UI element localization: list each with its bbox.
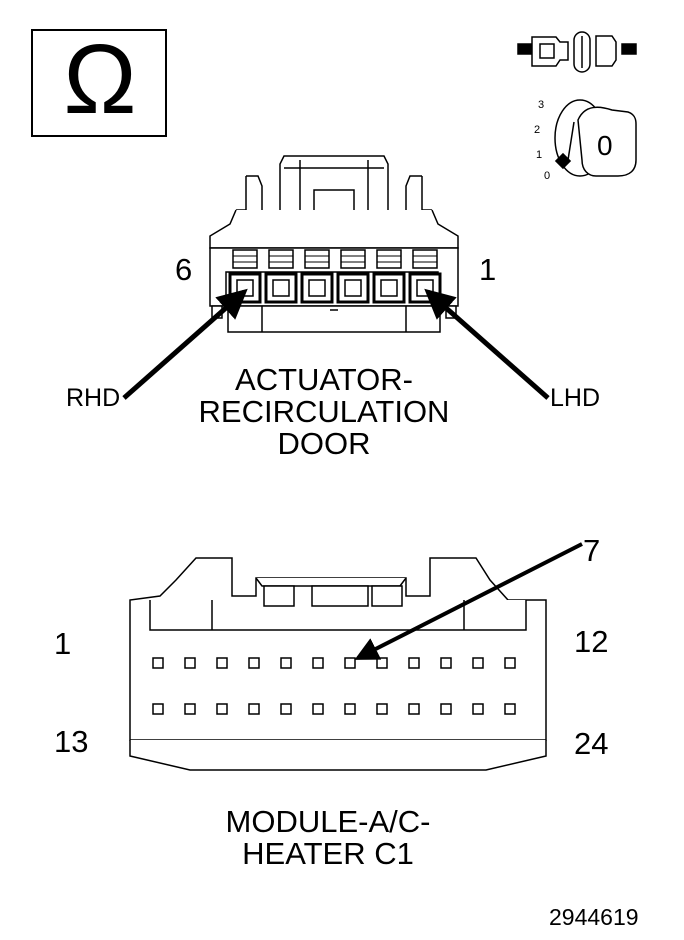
module-connector-housing	[129, 557, 547, 771]
actuator-pin-3	[336, 249, 370, 304]
pin-7-arrow	[354, 542, 583, 660]
module-pin-23	[472, 703, 484, 715]
actuator-connector-housing	[209, 155, 459, 333]
module-pin-10	[440, 657, 452, 669]
module-name-line-1: MODULE-A/C-	[225, 804, 431, 839]
ignition-switch-icon	[554, 99, 637, 177]
ignition-position-1: 1	[536, 149, 543, 161]
module-pin-12	[504, 657, 516, 669]
module-pin-15	[216, 703, 228, 715]
actuator-name-line-2: RECIRCULATION	[198, 394, 450, 429]
lhd-label: LHD	[550, 384, 601, 412]
module-pin-3	[216, 657, 228, 669]
actuator-pin-left-label: 6	[175, 252, 193, 287]
module-pin-1	[152, 657, 164, 669]
module-pin-22	[440, 703, 452, 715]
module-pin-17	[280, 703, 292, 715]
module-pin-19	[344, 703, 356, 715]
module-pin-2	[184, 657, 196, 669]
ignition-position-0: 0	[544, 170, 551, 182]
actuator-pin-5	[264, 249, 298, 304]
module-pin-21	[408, 703, 420, 715]
module-pin-6	[312, 657, 324, 669]
module-pin-cavities	[152, 657, 516, 715]
module-pin-14	[184, 703, 196, 715]
module-pin-1-label: 1	[54, 626, 72, 661]
module-pin-7	[344, 657, 356, 669]
actuator-pin-1	[408, 249, 442, 304]
module-pin-16	[248, 703, 260, 715]
actuator-name-line-1: ACTUATOR-	[235, 362, 413, 397]
actuator-pin-right-label: 1	[479, 252, 497, 287]
ignition-position-2: 2	[534, 124, 541, 136]
module-pin-11	[472, 657, 484, 669]
module-pin-9	[408, 657, 420, 669]
module-pin-4	[248, 657, 260, 669]
ignition-key-label: 0	[597, 130, 613, 161]
module-pin-24-label: 24	[574, 726, 609, 761]
lhd-arrow	[424, 288, 550, 400]
module-pin-13-label: 13	[54, 724, 89, 759]
module-pin-18	[312, 703, 324, 715]
disconnect-icon	[517, 31, 637, 73]
module-pin-8	[376, 657, 388, 669]
pin-7-label: 7	[583, 533, 601, 568]
module-pin-5	[280, 657, 292, 669]
ignition-position-3: 3	[538, 99, 545, 111]
module-pin-20	[376, 703, 388, 715]
module-pin-12-label: 12	[574, 624, 609, 659]
actuator-name-line-3: DOOR	[277, 426, 371, 461]
figure-number: 2944619	[549, 904, 639, 930]
module-pin-13	[152, 703, 164, 715]
module-name-line-2: HEATER C1	[242, 836, 414, 871]
module-pin-24	[504, 703, 516, 715]
rhd-label: RHD	[66, 384, 121, 412]
actuator-pin-4	[300, 249, 334, 304]
actuator-pin-2	[372, 249, 406, 304]
rhd-arrow	[122, 288, 248, 400]
ohmmeter-icon	[31, 29, 167, 137]
ohm-symbol: Ω	[63, 24, 137, 134]
